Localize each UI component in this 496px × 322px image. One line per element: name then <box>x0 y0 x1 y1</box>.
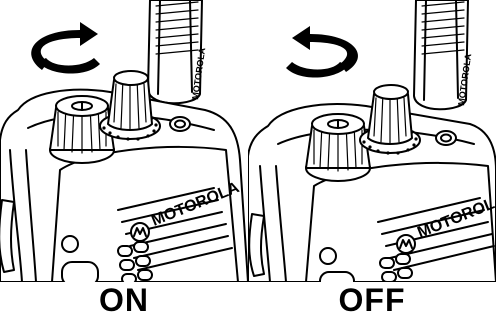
radio-illustration-off: MOTOROLA MOTOROLA <box>248 0 496 282</box>
channel-knob <box>306 114 370 181</box>
caption-on: ON <box>0 283 248 317</box>
rotate-counterclockwise-arrow-icon <box>286 26 358 78</box>
microphone <box>320 272 354 282</box>
rotate-clockwise-arrow-icon <box>31 22 100 74</box>
antenna: MOTOROLA <box>148 0 207 103</box>
panel-on: MOTOROLA <box>0 0 248 322</box>
caption-off: OFF <box>248 283 496 317</box>
led-indicator <box>436 131 456 145</box>
microphone <box>62 262 98 282</box>
side-button <box>320 248 336 264</box>
antenna: MOTOROLA <box>414 0 473 109</box>
panel-off: MOTOROLA MOTOROLA <box>248 0 496 322</box>
side-button <box>62 236 78 252</box>
motorola-logo <box>397 235 415 253</box>
led-indicator <box>170 117 190 131</box>
radio-illustration-on: MOTOROLA <box>0 0 248 282</box>
motorola-logo <box>131 223 149 241</box>
